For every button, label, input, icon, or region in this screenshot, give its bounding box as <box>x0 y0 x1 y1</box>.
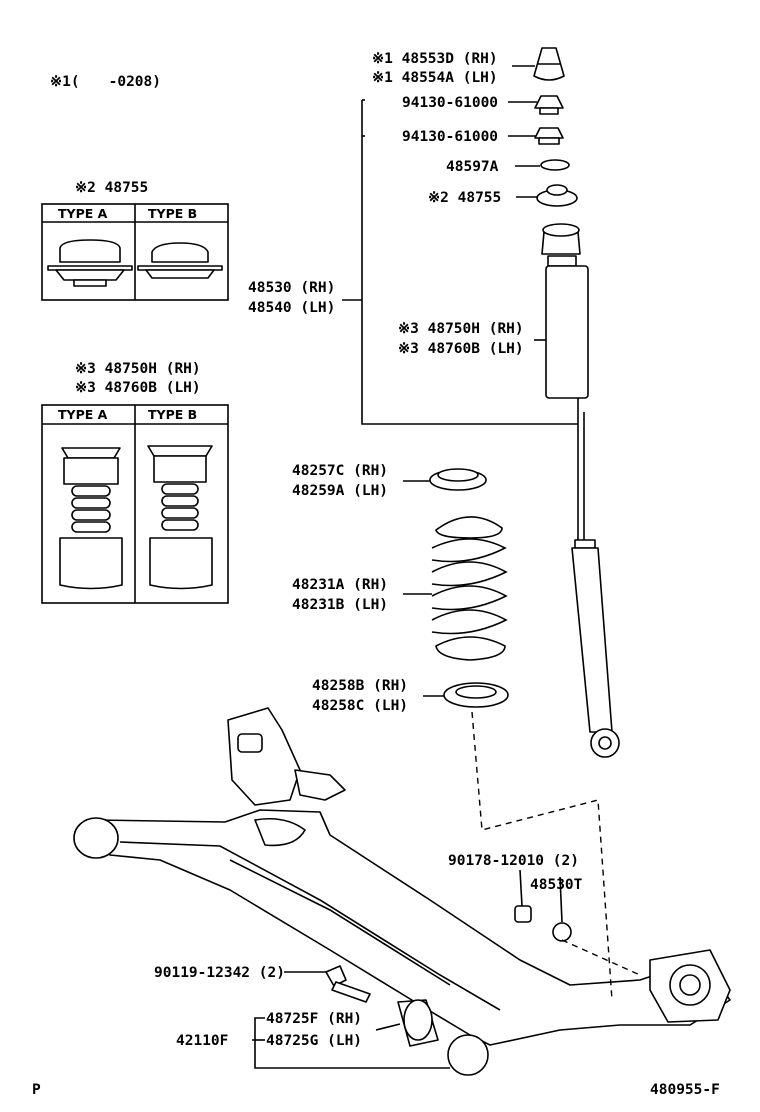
inset-mount-type-b: TYPE B <box>148 206 197 221</box>
shock-absorber-body-icon <box>541 223 620 758</box>
callout-labels: ※1 48553D (RH) ※1 48554A (LH) 94130-6100… <box>154 51 583 1049</box>
shock-top-cap-icon <box>533 47 565 81</box>
dashed-guides <box>471 711 641 1001</box>
callout-48257C: 48257C (RH) <box>292 463 388 479</box>
nut-lower-icon <box>534 127 564 145</box>
absorber-type-b-icon <box>147 445 213 590</box>
bolt-90119-icon <box>325 965 371 1003</box>
callout-48258B: 48258B (RH) <box>312 678 408 694</box>
callout-48554A: ※1 48554A (LH) <box>372 70 498 86</box>
callout-48725G: 48725G (LH) <box>266 1033 362 1049</box>
callout-48530: 48530 (RH) <box>248 280 335 296</box>
page-marker: P <box>32 1082 41 1098</box>
upper-support-icon <box>536 184 578 207</box>
inset-absorber-type-b: TYPE B <box>148 407 197 422</box>
callout-48553D: ※1 48553D (RH) <box>372 51 498 67</box>
callout-94130-upper: 94130-61000 <box>402 95 498 111</box>
washer-icon <box>540 159 570 171</box>
callout-48760B: ※3 48760B (LH) <box>398 341 524 357</box>
leader-lines <box>252 65 578 1069</box>
callout-48530T: 48530T <box>530 877 583 893</box>
mount-type-a-icon <box>47 239 133 287</box>
upper-spring-insulator-icon <box>429 468 487 491</box>
inset-absorber-title-lh: ※3 48760B (LH) <box>75 380 201 396</box>
bushing-icon <box>397 999 439 1047</box>
callout-94130-lower: 94130-61000 <box>402 129 498 145</box>
mount-type-b-icon <box>137 242 223 279</box>
callout-48258C: 48258C (LH) <box>312 698 408 714</box>
inset-mount-types: ※2 48755 TYPE A TYPE B <box>41 180 229 301</box>
nut-upper-icon <box>534 95 564 115</box>
footnote-text: ※1( -0208) <box>50 74 161 90</box>
callout-48540: 48540 (LH) <box>248 300 335 316</box>
inset-mount-type-a: TYPE A <box>58 206 108 221</box>
inset-mount-title: ※2 48755 <box>75 180 148 196</box>
callout-48231B: 48231B (LH) <box>292 597 388 613</box>
callout-48597A: 48597A <box>446 159 499 175</box>
inset-absorber-type-a: TYPE A <box>58 407 108 422</box>
callout-90119: 90119-12342 (2) <box>154 965 285 981</box>
inset-absorber-types: ※3 48750H (RH) ※3 48760B (LH) TYPE A TYP… <box>41 361 229 604</box>
callout-48259A: 48259A (LH) <box>292 483 388 499</box>
inset-absorber-title-rh: ※3 48750H (RH) <box>75 361 201 377</box>
diagram-id: 480955-F <box>650 1082 720 1098</box>
lower-spring-insulator-icon <box>443 682 509 708</box>
callout-42110F: 42110F <box>176 1033 228 1049</box>
rear-axle-beam-icon <box>73 707 731 1076</box>
callout-48750H: ※3 48750H (RH) <box>398 321 524 337</box>
nut-90178-icon <box>514 905 532 923</box>
callout-90178: 90178-12010 (2) <box>448 853 579 869</box>
callout-48755: ※2 48755 <box>428 190 501 206</box>
absorber-type-a-icon <box>59 447 123 590</box>
callout-48725F: 48725F (RH) <box>266 1011 362 1027</box>
coil-spring-icon <box>431 516 508 661</box>
collar-48530T-icon <box>552 922 572 942</box>
callout-48231A: 48231A (RH) <box>292 577 388 593</box>
